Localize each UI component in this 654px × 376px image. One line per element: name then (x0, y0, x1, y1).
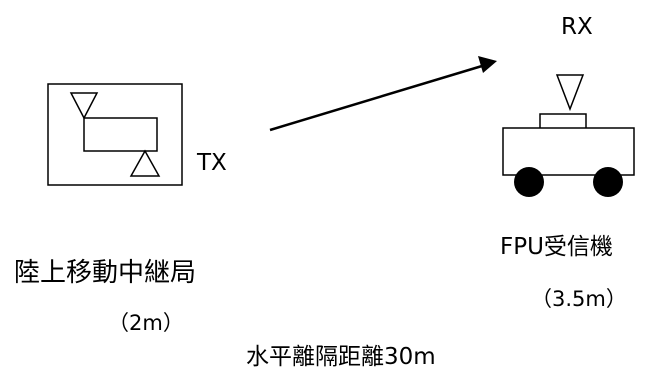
tx-equipment-box (83, 117, 158, 152)
receiver-name-label: FPU受信機 (500, 234, 613, 260)
station-enclosure (47, 83, 183, 186)
rx-label: RX (561, 14, 593, 40)
vehicle-wheel-right (593, 167, 623, 197)
separation-distance-label: 水平離隔距離30m (246, 344, 436, 370)
receiver-height-label: （3.5m） (531, 287, 627, 311)
fpu-antenna-icon (555, 74, 585, 112)
signal-arrow (269, 56, 497, 132)
tx-label: TX (197, 150, 227, 176)
fpu-receiver-vehicle-icon (502, 74, 635, 197)
rx-link-antenna-icon (129, 149, 161, 177)
signal-arrow-line (269, 64, 483, 132)
vehicle-wheel-left (514, 167, 544, 197)
station-name-label: 陸上移動中継局 (14, 258, 197, 288)
tx-antenna-icon (69, 92, 99, 120)
station-height-label: （2m） (108, 311, 184, 335)
signal-arrow-head (478, 56, 497, 73)
vehicle-body (502, 127, 635, 176)
transmitter-station-icon (47, 83, 183, 186)
